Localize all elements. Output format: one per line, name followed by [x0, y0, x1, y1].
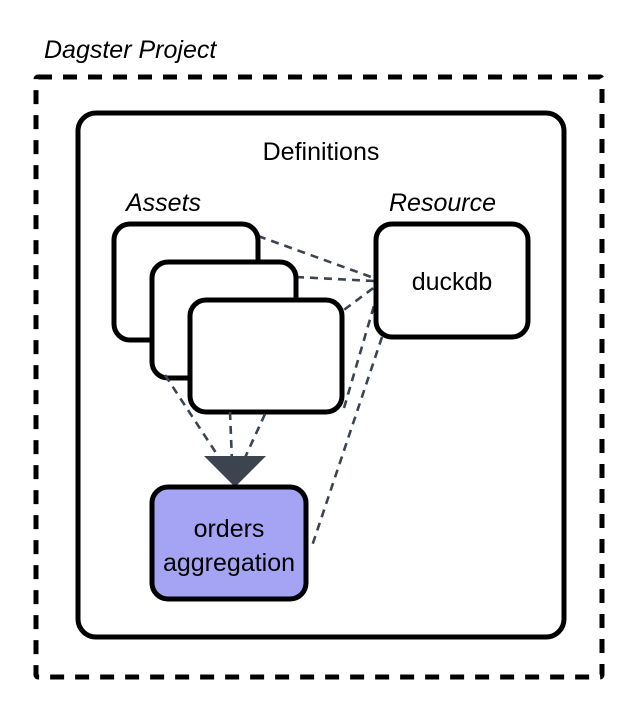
edge-group-assets-to-duckdb: [257, 234, 380, 409]
orders-aggregation-box[interactable]: [149, 484, 309, 602]
duckdb-label: duckdb: [412, 268, 493, 296]
duckdb-resource-box[interactable]: [373, 221, 531, 340]
edge-asset1-orders: [163, 374, 224, 463]
orders-aggregation-label-line2: aggregation: [163, 549, 295, 577]
edge-duckdb-orders-aggregation: [310, 336, 384, 547]
dagster-project-boundary: [33, 74, 605, 680]
orders-aggregation-label-line1: orders: [194, 515, 265, 543]
assets-group-label: Assets: [124, 189, 201, 217]
asset-box-3[interactable]: [187, 297, 345, 415]
edge-asset1-duckdb: [257, 234, 375, 280]
edge-asset3b-duckdb: [342, 291, 380, 409]
definitions-label: Definitions: [263, 138, 380, 166]
dagster-project-title: Dagster Project: [44, 36, 217, 64]
arrow-head-icon: [204, 456, 266, 487]
resource-group-label: Resource: [389, 189, 496, 217]
edge-group-assets-to-orders: [163, 374, 267, 463]
edge-asset3-orders: [241, 413, 267, 463]
edge-asset3-duckdb: [332, 284, 377, 320]
